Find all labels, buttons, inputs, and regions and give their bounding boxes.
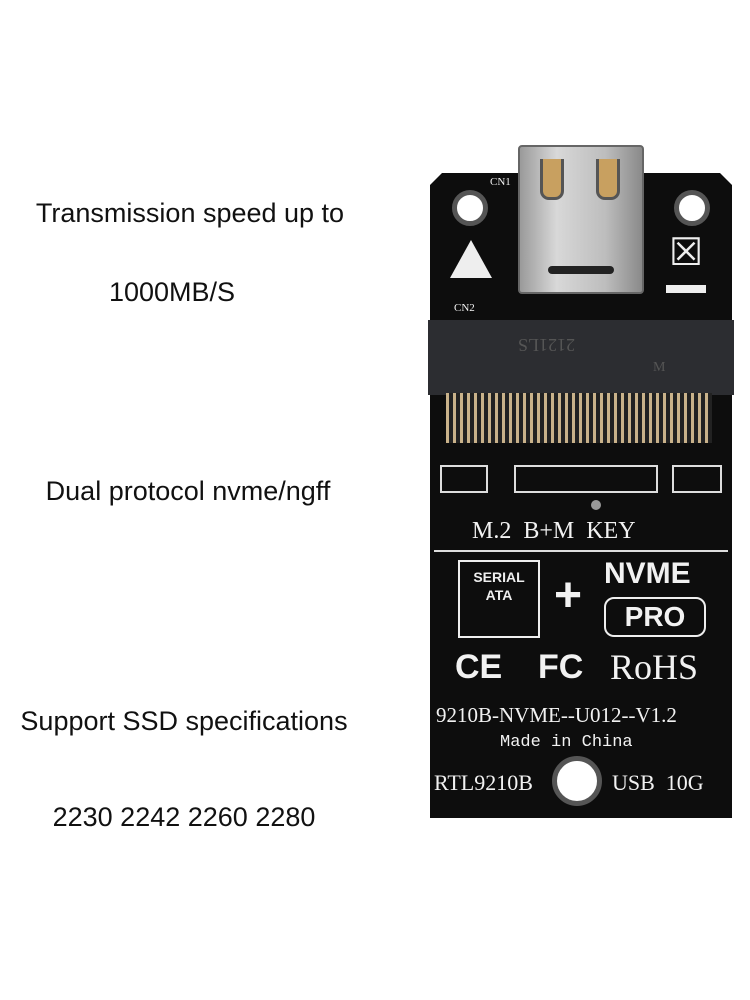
slot-marking: 2121LS [518, 335, 576, 355]
m2-slot: 2121LS M [428, 320, 734, 395]
cn2-label: CN2 [454, 302, 475, 314]
nvme-label: NVME [604, 557, 691, 590]
mount-hole-left [452, 190, 488, 226]
mount-hole-right [674, 190, 710, 226]
feature-spec-line2: 2230 2242 2260 2280 [52, 802, 316, 832]
esd-warning-icon [450, 240, 492, 278]
pad-group-right [672, 465, 722, 493]
pro-badge: PRO [604, 597, 706, 637]
feature-protocol: Dual protocol nvme/ngff [45, 476, 331, 506]
fcc-mark: FC [538, 648, 584, 686]
silk-divider [434, 550, 728, 552]
model-number: 9210B-NVME--U012--V1.2 [436, 703, 677, 727]
cn1-label: CN1 [490, 176, 511, 188]
usb-c-contact [596, 159, 620, 200]
feature-speed-line1: Transmission speed up to [35, 198, 345, 228]
feature-speed-line2: 1000MB/S [108, 277, 236, 307]
weee-bin-icon: ☒ [666, 233, 706, 293]
rohs-mark: RoHS [610, 647, 699, 687]
slot-key-label: M [653, 360, 666, 375]
sata-logo-text: SERIAL ATA [473, 569, 525, 603]
chip-label: RTL9210B [434, 770, 533, 795]
made-in-label: Made in China [500, 733, 633, 752]
mount-hole-bottom [552, 756, 602, 806]
usb-c-port [518, 145, 644, 294]
feature-spec-line1: Support SSD specifications [20, 706, 348, 736]
sata-logo: SERIAL ATA [458, 560, 540, 638]
key-label: M.2 B+M KEY [472, 518, 636, 544]
plus-sign: + [554, 569, 583, 622]
usb-c-contact [540, 159, 564, 200]
m2-slot-pins [446, 393, 712, 443]
via-hole [591, 500, 601, 510]
usb-speed-label: USB 10G [612, 770, 704, 795]
ce-mark: CE [455, 648, 503, 686]
pad-group-left [440, 465, 488, 493]
pad-group-middle [514, 465, 658, 493]
